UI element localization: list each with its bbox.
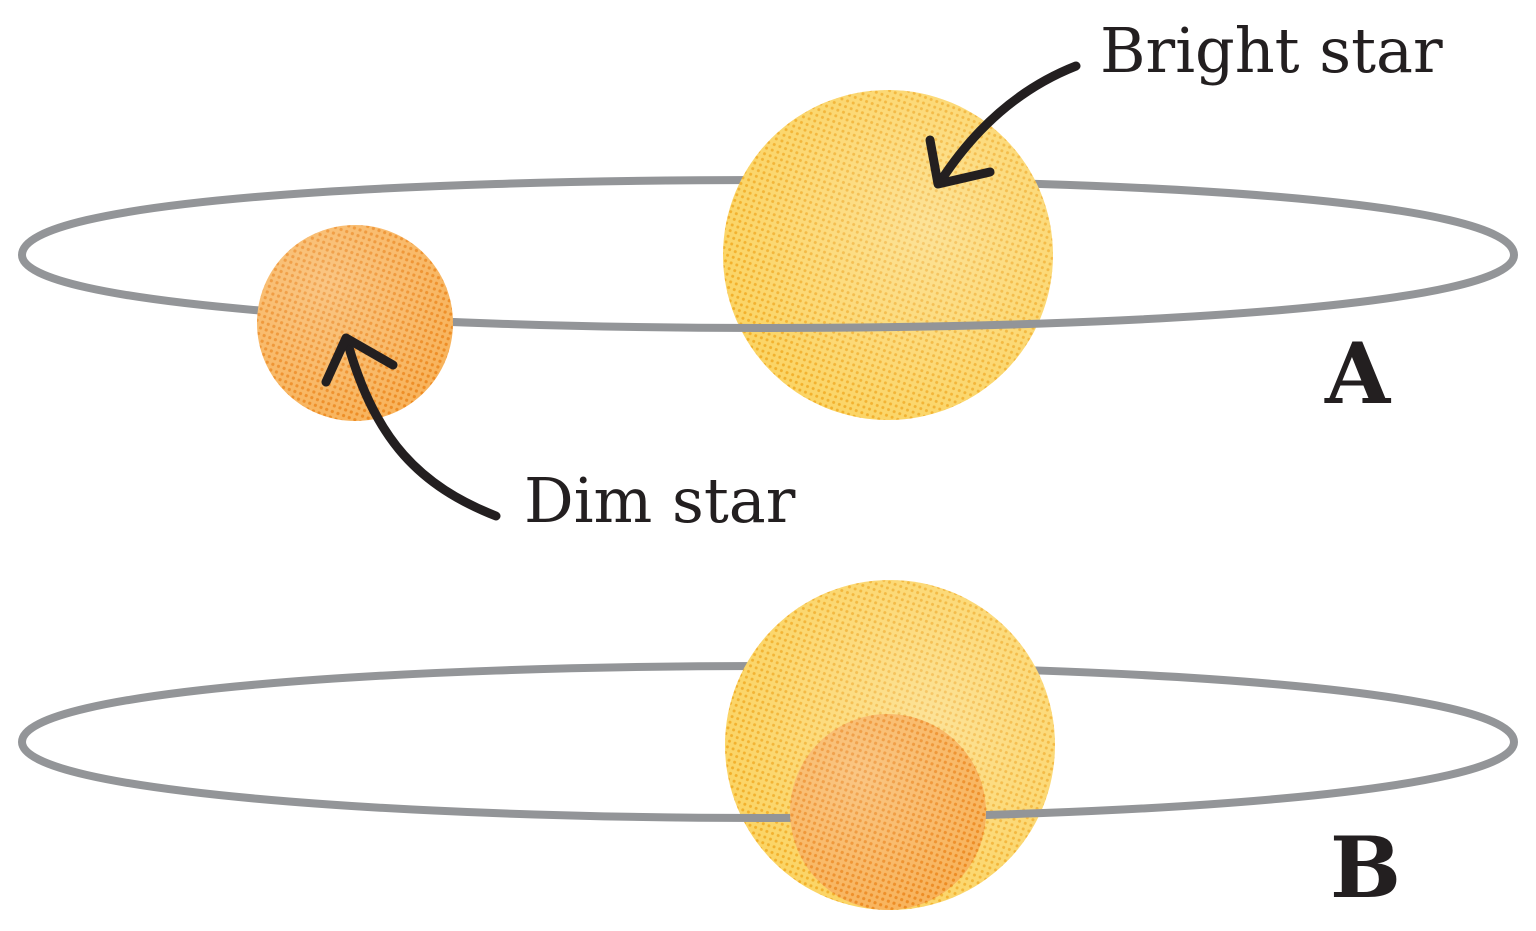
- panel-b: B: [18, 580, 1518, 917]
- panel-b-letter: B: [1330, 818, 1401, 917]
- panel-a-letter: A: [1324, 324, 1392, 423]
- dim-star-arrow: [321, 333, 501, 521]
- dim-star-label: Dim star: [524, 464, 796, 537]
- dim-star-a: [257, 225, 453, 421]
- orbit-b-front: [18, 741, 1518, 823]
- bright-star-a: [723, 90, 1053, 420]
- panel-a: Bright star Dim star A: [18, 14, 1518, 537]
- bright-star-label: Bright star: [1100, 14, 1443, 87]
- bright-star-arrow: [925, 61, 1081, 189]
- orbit-a-front: [18, 254, 1518, 333]
- dim-star-b: [790, 714, 986, 910]
